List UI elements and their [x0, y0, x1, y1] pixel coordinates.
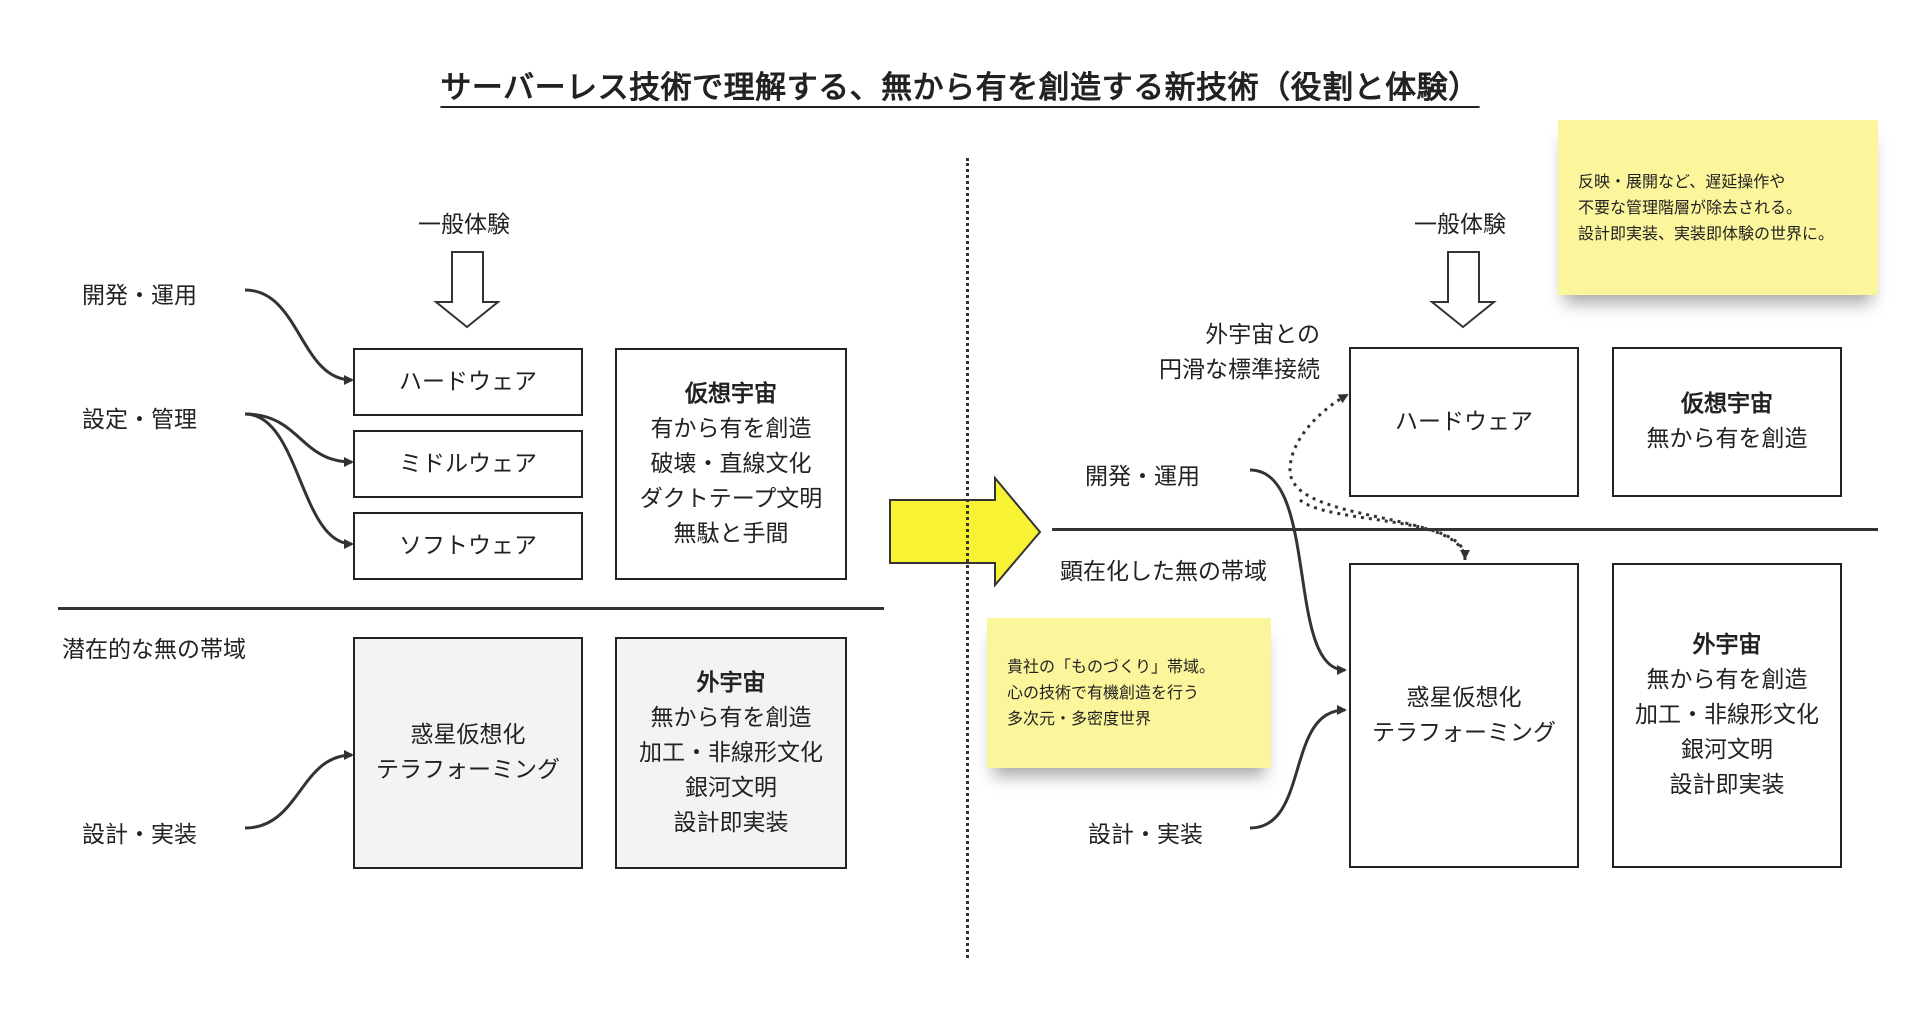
note-line: 反映・展開など、遅延操作や [1578, 171, 1786, 191]
experience-down-arrow-left [433, 251, 501, 329]
virtual-universe-box-left: 仮想宇宙 有から有を創造 破壊・直線文化 ダクトテープ文明 無駄と手間 [615, 348, 847, 580]
band-label-right: 顕在化した無の帯域 [1060, 559, 1267, 585]
role-devops-left: 開発・運用 [82, 283, 197, 309]
connector-config-middleware [244, 412, 354, 467]
outer-universe-line: 設計即実装 [673, 809, 789, 836]
note-line: 多次元・多密度世界 [1007, 709, 1152, 728]
connector-design-planet-right [1249, 705, 1347, 830]
outer-universe-heading: 外宇宙 [696, 669, 766, 696]
connector-devops-hardware [244, 288, 354, 385]
connector-design-planet-left [244, 750, 354, 830]
outer-universe-box-left: 外宇宙 無から有を創造 加工・非線形文化 銀河文明 設計即実装 [615, 637, 847, 869]
sticky-note-bottom: 貴社の「ものづくり」帯域。 心の技術で有機創造を行う 多次元・多密度世界 [987, 618, 1271, 768]
virtual-universe-line: 有から有を創造 [650, 415, 812, 442]
hardware-box-right: ハードウェア [1349, 347, 1579, 497]
outer-universe-line: 銀河文明 [1681, 737, 1773, 763]
connector-config-software [244, 412, 354, 549]
outer-universe-line: 加工・非線形文化 [639, 739, 823, 766]
sticky-note-top-right: 反映・展開など、遅延操作や 不要な管理階層が除去される。 設計即実装、実装即体験… [1558, 120, 1878, 295]
band-label-left: 潜在的な無の帯域 [62, 637, 246, 663]
note-line: 心の技術で有機創造を行う [1007, 683, 1200, 702]
band-divider-right [1052, 528, 1878, 531]
outer-universe-line: 銀河文明 [685, 774, 777, 801]
layer-middleware-left: ミドルウェア [353, 430, 583, 498]
connector-hardware-down-link [1299, 498, 1470, 560]
virtual-universe-heading: 仮想宇宙 [1681, 391, 1773, 417]
connector-outer-standard-link [1288, 393, 1467, 561]
planet-virtualization-box-left: 惑星仮想化 テラフォーミング [353, 637, 583, 869]
planet-box-line: 惑星仮想化 [410, 722, 526, 748]
outer-universe-line: 無から有を創造 [1646, 667, 1808, 693]
planet-box-line: テラフォーミング [1372, 719, 1556, 746]
note-line: 不要な管理階層が除去される。 [1578, 197, 1803, 217]
role-design-right: 設計・実装 [1088, 822, 1203, 848]
transition-arrow [889, 475, 1042, 588]
outer-universe-line: 設計即実装 [1669, 772, 1785, 798]
outer-connect-line: 円滑な標準接続 [1159, 357, 1320, 383]
virtual-universe-heading: 仮想宇宙 [685, 380, 777, 407]
outer-universe-line: 無から有を創造 [650, 704, 812, 731]
center-divider [966, 158, 969, 958]
planet-box-line: テラフォーミング [376, 757, 560, 783]
note-line: 設計即実装、実装即体験の世界に。 [1578, 223, 1835, 243]
role-devops-right: 開発・運用 [1085, 464, 1200, 490]
outer-universe-line: 加工・非線形文化 [1635, 702, 1819, 728]
outer-connect-line: 外宇宙との [1205, 322, 1320, 348]
virtual-universe-line: 破壊・直線文化 [650, 450, 812, 477]
connector-devops-planet-right [1249, 468, 1347, 675]
experience-label-left: 一般体験 [418, 212, 510, 238]
virtual-universe-line: ダクトテープ文明 [639, 485, 823, 512]
diagram-title: サーバーレス技術で理解する、無から有を創造する新技術（役割と体験） [440, 70, 1480, 106]
band-divider-left [58, 607, 884, 610]
note-line: 貴社の「ものづくり」帯域。 [1007, 657, 1216, 676]
virtual-universe-line: 無駄と手間 [673, 520, 789, 547]
outer-universe-heading: 外宇宙 [1692, 632, 1762, 658]
outer-universe-box-right: 外宇宙 無から有を創造 加工・非線形文化 銀河文明 設計即実装 [1612, 563, 1842, 868]
role-design-left: 設計・実装 [82, 822, 197, 848]
planet-box-line: 惑星仮想化 [1406, 684, 1522, 711]
layer-hardware-left: ハードウェア [353, 348, 583, 416]
experience-label-right: 一般体験 [1414, 212, 1506, 238]
role-config-left: 設定・管理 [82, 407, 197, 433]
layer-software-left: ソフトウェア [353, 512, 583, 580]
virtual-universe-box-right: 仮想宇宙 無から有を創造 [1612, 347, 1842, 497]
experience-down-arrow-right [1429, 251, 1497, 329]
outer-connect-label: 外宇宙との 円滑な標準接続 [1145, 318, 1320, 388]
virtual-universe-line: 無から有を創造 [1646, 426, 1808, 452]
planet-virtualization-box-right: 惑星仮想化 テラフォーミング [1349, 563, 1579, 868]
